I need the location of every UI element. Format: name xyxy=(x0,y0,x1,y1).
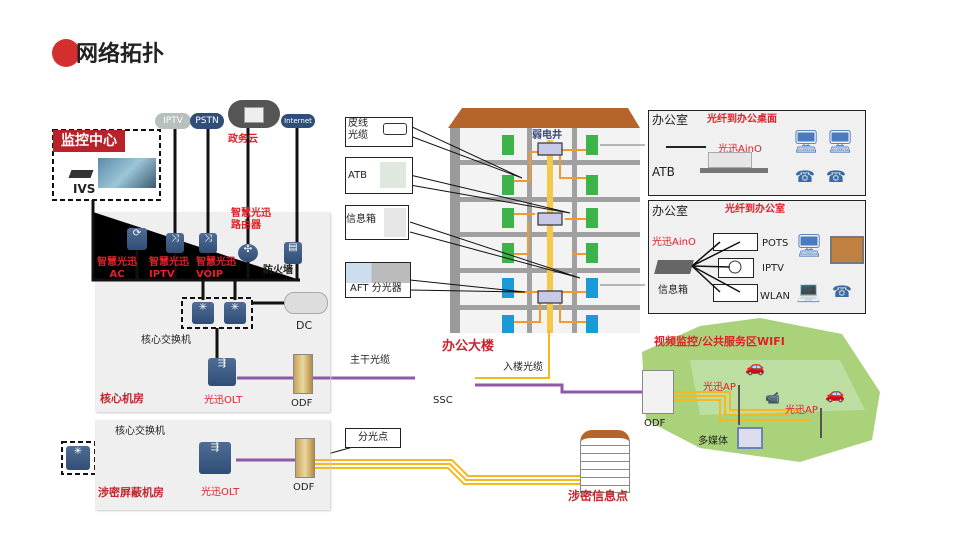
cloud-gov-label: 政务云 xyxy=(228,134,258,145)
atb-icon xyxy=(380,162,406,188)
secret-point-label: 涉密信息点 xyxy=(568,489,629,503)
secret-odf-icon xyxy=(295,438,315,478)
computer-icon: 🖥 xyxy=(792,130,820,155)
office1-title: 光纤到办公桌面 xyxy=(707,114,777,125)
iptv-switch-icon: ⤨ xyxy=(166,233,184,253)
office1-room: 办公室 xyxy=(652,113,689,127)
pots-label: POTS xyxy=(762,238,789,249)
office2-room: 办公室 xyxy=(652,204,689,218)
cloud-internet: Internet xyxy=(281,114,315,128)
car-icon: 🚗 xyxy=(745,357,765,376)
ac-device-icon: ⟳ xyxy=(127,228,147,250)
secret-olt-label: 光迅OLT xyxy=(201,487,240,498)
ap1-label: 光迅AP xyxy=(703,382,736,393)
firewall-label: 防火墙 xyxy=(263,265,293,276)
olt-label: 光迅OLT xyxy=(204,395,243,406)
ap-tripod-icon xyxy=(820,408,822,438)
page-title: 网络拓扑 xyxy=(76,42,165,67)
odf-icon xyxy=(293,354,313,394)
wlan-label: WLAN xyxy=(760,291,791,302)
dc-label: DC xyxy=(296,319,313,332)
cloud-pstn: PSTN xyxy=(190,113,224,129)
title-dot-icon xyxy=(52,39,80,67)
secret-olt-icon: ⇶ xyxy=(199,442,231,474)
router-icon: ✣ xyxy=(238,244,258,262)
secret-odf-label: ODF xyxy=(293,482,315,493)
drop-cable-icon xyxy=(383,123,407,135)
wlan-port xyxy=(713,284,758,302)
ivs-label: IVS xyxy=(73,182,96,196)
office-building xyxy=(448,108,640,333)
tv-icon xyxy=(830,236,864,264)
office2-title: 光纤到办公室 xyxy=(725,204,785,215)
entry-cable-label: 入楼光缆 xyxy=(503,362,543,373)
odf-label: ODF xyxy=(291,398,313,409)
server-icon xyxy=(244,107,264,123)
iptv-port-label: IPTV xyxy=(762,263,784,274)
voip-switch-icon: ⤨ xyxy=(199,233,217,253)
core-switch-icon: ✳ xyxy=(192,302,214,324)
car-icon: 🚗 xyxy=(825,384,845,403)
monitor-center-header: 监控中心 xyxy=(53,130,125,152)
office2-device-label: 光迅AinO xyxy=(652,237,696,248)
callout-aft-splitter: AFT 分光器 xyxy=(345,262,411,298)
core-switch-icon: ✳ xyxy=(224,302,246,324)
ap-tripod-icon xyxy=(738,385,740,425)
secret-room-label: 涉密屏蔽机房 xyxy=(98,486,164,499)
router-label: 智慧光迅路由器 xyxy=(231,208,271,231)
secret-core-switch-icon: ✳ xyxy=(66,446,90,470)
split-point-callout: 分光点 xyxy=(345,428,401,448)
callout-drop-cable: 皮线 光缆 xyxy=(345,117,413,147)
office1-atb: ATB xyxy=(652,165,675,179)
core-room-label: 核心机房 xyxy=(100,392,144,405)
dc-cloud-icon xyxy=(284,292,328,314)
phone-icon: ☎ xyxy=(795,167,815,186)
media-label: 多媒体 xyxy=(698,436,728,447)
office1-device-label: 光迅AinO xyxy=(718,144,762,155)
ap2-label: 光迅AP xyxy=(785,405,818,416)
office2-box-label: 信息箱 xyxy=(658,285,688,296)
trunk-cable-label: 主干光缆 xyxy=(350,355,390,366)
computer-icon: 🖥 xyxy=(826,130,854,155)
ssc-label: SSC xyxy=(433,395,453,406)
iptv-port xyxy=(718,258,754,278)
ainO-device-icon xyxy=(708,152,752,168)
ivs-device-icon xyxy=(68,170,94,178)
phone-icon: ☎ xyxy=(826,167,846,186)
office-desktop-panel xyxy=(648,110,866,196)
core-switch-label: 核心交换机 xyxy=(141,335,191,346)
building-label: 办公大楼 xyxy=(442,339,495,354)
secret-core-switch-label: 核心交换机 xyxy=(115,426,165,437)
firewall-icon: ▤ xyxy=(284,242,302,264)
shaft-label: 弱电井 xyxy=(532,130,562,141)
cloud-iptv: IPTV xyxy=(155,113,191,129)
computer-icon: 🖥 xyxy=(795,234,823,259)
desk-icon xyxy=(700,168,768,173)
camera-icon: 📹 xyxy=(765,391,780,405)
secret-building-icon xyxy=(580,430,630,493)
monitor-screens-image xyxy=(98,158,156,188)
wifi-odf-icon xyxy=(642,370,674,414)
wifi-odf-label: ODF xyxy=(644,418,666,429)
ainO-gateway-icon xyxy=(654,260,694,274)
office-room-panel xyxy=(648,200,866,314)
olt-icon: ⇶ xyxy=(208,358,236,386)
phone-icon: ☎ xyxy=(832,282,852,301)
media-screen-icon xyxy=(737,427,763,449)
pots-port xyxy=(713,233,758,251)
wifi-title: 视频监控/公共服务区WIFI xyxy=(654,335,785,348)
laptop-icon: 💻 xyxy=(796,279,821,303)
info-box-icon xyxy=(384,208,406,237)
